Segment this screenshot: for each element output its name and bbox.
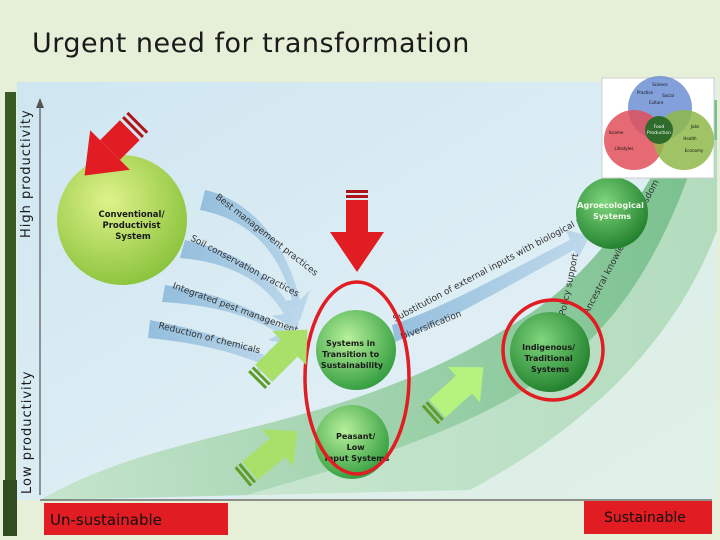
left-bar	[5, 92, 16, 532]
band-soil	[180, 240, 300, 330]
label-peasant-2: Low	[347, 443, 366, 452]
label-transition-3: Sustainability	[321, 361, 384, 370]
label-conventional-2: Productivist	[103, 221, 161, 231]
node-agroecological	[576, 177, 648, 249]
node-indigenous	[510, 312, 590, 392]
page-title: Urgent need for transformation	[32, 28, 470, 59]
band-ipm	[162, 285, 296, 346]
venn-label-health: Health	[683, 136, 697, 141]
venn-label-food: Food	[654, 124, 665, 130]
venn-label-production: Production	[647, 130, 671, 136]
venn-label-jobs: Jobs	[690, 124, 699, 129]
node-conventional	[57, 155, 187, 285]
sustainable-label: Sustainable	[604, 510, 686, 526]
label-transition-2: Transition to	[322, 350, 379, 359]
label-indigenous: Indigenous/ Traditional Systems	[522, 343, 578, 374]
venn-center	[645, 116, 673, 144]
label-conventional-1: Conventional/	[98, 210, 165, 220]
band-substitution	[392, 230, 590, 342]
venn-label-science: Science	[652, 82, 668, 87]
label-indigenous-2: Traditional	[524, 354, 573, 363]
label-peasant-1: Peasant/	[336, 432, 375, 441]
unsustainable-box: Un-sustainable	[44, 503, 228, 535]
band-reduction	[148, 320, 282, 372]
highlight-oval-indigenous	[501, 298, 605, 402]
venn-label-culture: Culture	[649, 100, 664, 105]
label-transition: Systems in Transition to Sustainability	[321, 339, 384, 370]
sustainable-box: Sustainable	[584, 501, 712, 534]
node-peasant	[315, 405, 389, 479]
label-agroecological-2: Systems	[593, 212, 631, 221]
venn-label-income: Income	[609, 130, 624, 135]
venn-label-lifestyles: Lifestyles	[615, 146, 634, 151]
label-peasant: Peasant/ Low Input Systems	[325, 432, 390, 463]
left-bar-accent	[3, 480, 17, 536]
venn-label-practice: Practice	[637, 90, 654, 95]
green-arrow-3	[421, 366, 484, 425]
label-conventional: Conventional/ Productivist System	[98, 210, 167, 242]
label-indigenous-3: Systems	[531, 365, 569, 374]
label-agroecological-1: Agroecological	[577, 201, 644, 210]
venn-label-social: Social	[662, 93, 674, 98]
unsustainable-label: Un-sustainable	[50, 511, 162, 529]
label-indigenous-1: Indigenous/	[522, 343, 575, 352]
y-axis-arrow	[36, 98, 44, 108]
highlight-oval-transition	[303, 280, 411, 476]
green-arrow-2	[234, 429, 298, 487]
flow-bands	[148, 190, 590, 372]
venn-label-economy: Economy	[685, 148, 704, 153]
red-down-arrow	[330, 190, 384, 272]
label-agroecological: Agroecological Systems	[577, 201, 646, 221]
label-conventional-3: System	[115, 232, 151, 242]
y-axis-label-low: Low productivity	[20, 370, 35, 494]
inset-venn: Science Practice Social Culture Income H…	[601, 76, 715, 179]
label-peasant-3: Input Systems	[325, 454, 390, 463]
sweep-arc-light	[230, 140, 717, 500]
y-axis-label-high: High productivity	[19, 109, 34, 238]
node-transition	[316, 310, 396, 390]
label-transition-1: Systems in	[326, 339, 376, 348]
green-arrow-1	[248, 329, 308, 390]
